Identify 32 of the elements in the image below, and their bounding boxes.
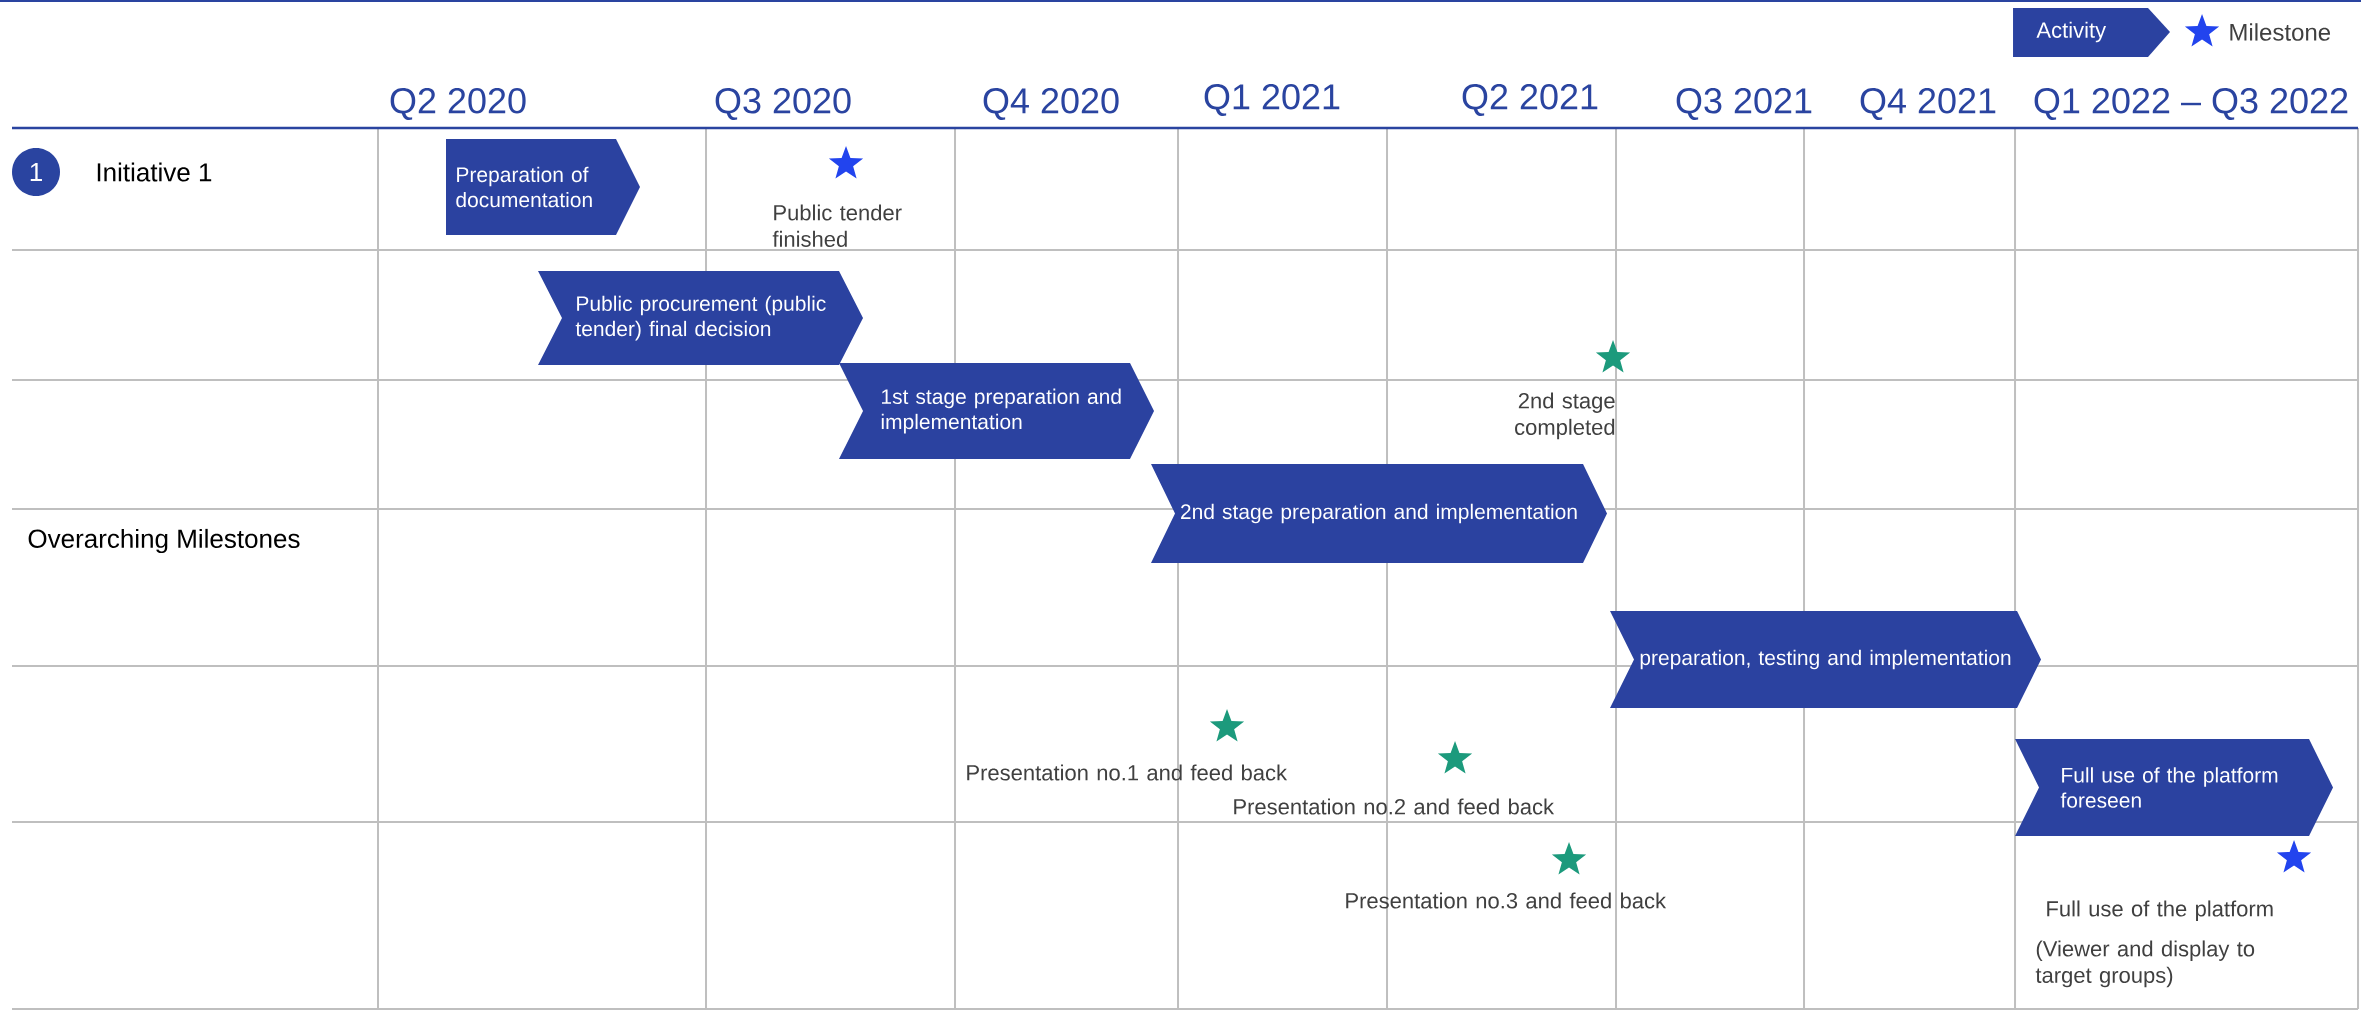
activity-bar: preparation, testing and implementation (1610, 611, 2041, 708)
quarter-heading: Q1 2022 – Q3 2022 (2034, 88, 2348, 120)
quarter-heading: Q2 2021 (1462, 84, 1598, 116)
row-heading: Overarching Milestones (28, 528, 300, 554)
milestone-star (1209, 709, 1245, 742)
quarter-heading: Q4 2021 (1860, 88, 1996, 120)
milestone-star (1437, 741, 1473, 774)
legend-label: Milestone (2230, 23, 2331, 41)
number-badge: 1 (12, 148, 60, 196)
milestone-star (2276, 840, 2312, 873)
milestone-star (1551, 842, 1587, 875)
milestone-label: Public tender finished (772, 204, 902, 247)
milestone-label: 2nd stage completed (1515, 392, 1615, 440)
milestone-label: Presentation no.2 and feed back (1234, 798, 1555, 815)
quarter-heading: Q2 2020 (390, 88, 526, 120)
activity-bar: Public procurement (public tender) final decision (538, 271, 863, 365)
legend-chevron: Activity (2013, 8, 2171, 57)
milestone-label: Presentation no.3 and feed back (1346, 892, 1667, 909)
quarter-heading: Q4 2020 (983, 88, 1119, 120)
milestone-star (828, 146, 864, 179)
activity-bar: Full use of the platform foreseen (2015, 739, 2334, 836)
activity-bar: 2nd stage preparation and implementation (1151, 464, 1607, 563)
milestone-label: Full use of the platform (2047, 900, 2273, 921)
quarter-heading: Q3 2020 (715, 88, 851, 120)
row-heading: Initiative 1 (97, 162, 212, 182)
milestone-label: Presentation no.1 and feed back (967, 764, 1288, 781)
activity-bar: Preparation of documentation (446, 139, 640, 235)
quarter-heading: Q3 2021 (1676, 88, 1812, 120)
activity-bar: 1st stage preparation and implementation (839, 363, 1154, 459)
quarter-heading: Q1 2021 (1204, 84, 1340, 116)
milestone-star (1595, 340, 1631, 373)
milestone-label: (Viewer and display to target groups) (2035, 940, 2255, 988)
